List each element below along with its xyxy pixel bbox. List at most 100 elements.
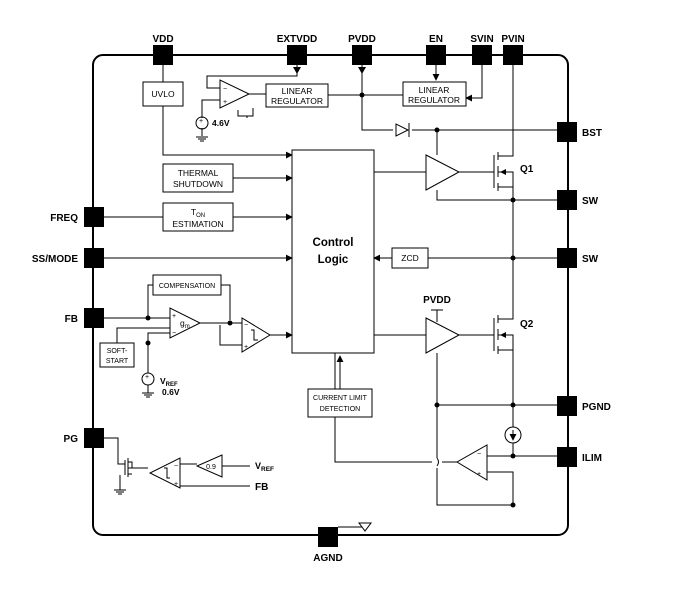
pin-label-extvdd: EXTVDD: [277, 34, 318, 45]
thermal-line2: SHUTDOWN: [173, 179, 223, 189]
vsource-46-plus: +: [199, 118, 203, 125]
q2-mosfet-icon: [493, 258, 514, 405]
softstart-block: [99, 342, 135, 368]
pg-mosfet-icon: [114, 458, 148, 495]
pg-comp-plus: +: [174, 481, 178, 488]
pin-ilim: [557, 447, 577, 467]
pin-label-fb: FB: [65, 314, 78, 325]
pin-ssmode: [84, 248, 104, 268]
pin-freq: [84, 207, 104, 227]
pvdd-inner-label: PVDD: [423, 295, 451, 306]
wire-pg: [104, 437, 125, 465]
gm-minus: −: [172, 330, 176, 337]
wire-softstart: [116, 327, 170, 343]
pin-label-ssmode: SS/MODE: [32, 254, 78, 265]
fb-inner-label: FB: [255, 482, 268, 493]
pin-label-bst: BST: [582, 128, 602, 139]
pin-sw2: [557, 248, 577, 268]
softstart-line2: START: [106, 358, 129, 365]
ton-line2: ESTIMATION: [172, 219, 223, 229]
pin-label-svin: SVIN: [470, 34, 493, 45]
pg-hysteresis-icon: [164, 467, 170, 479]
ldo-amp-minus: −: [223, 86, 227, 93]
bst-diode-icon: [395, 123, 410, 137]
linreg1-line1: LINEAR: [282, 86, 313, 96]
ldo-amp-plus: +: [223, 99, 227, 106]
softstart-line1: SOFT-: [107, 348, 128, 355]
thermal-shutdown-block: [162, 163, 234, 193]
curlim-line2: DETECTION: [320, 406, 360, 413]
control-label-1: Control: [313, 237, 354, 249]
wire-pgnd: [436, 353, 557, 406]
junction-gm-out: [227, 320, 233, 326]
q2-label: Q2: [520, 319, 534, 330]
pin-vdd: [153, 45, 173, 65]
q1-mosfet-icon: [493, 150, 514, 200]
ilim-comp-minus: −: [477, 451, 481, 458]
gain-label: 0.9: [206, 464, 216, 471]
thermal-line1: THERMAL: [178, 168, 219, 178]
pin-pvin: [503, 45, 523, 65]
gm-plus: +: [172, 313, 176, 320]
extvdd-arrowhead: [293, 67, 301, 74]
q1-label: Q1: [520, 164, 534, 175]
wire-pwm-plus: [219, 325, 242, 346]
v06-label: 0.6V: [162, 387, 180, 397]
linreg2-line2: REGULATOR: [408, 95, 460, 105]
ilim-comp-plus: +: [477, 471, 481, 478]
pin-label-pvin: PVIN: [501, 34, 524, 45]
pvdd-inner-rail: [431, 309, 443, 322]
gm-amp: [169, 307, 202, 339]
pin-agnd: [318, 527, 338, 547]
linear-regulator-2: [402, 81, 467, 107]
vsource-vref-plus: +: [145, 374, 149, 381]
pin-label-sw2: SW: [582, 254, 599, 265]
pin-label-pg: PG: [64, 434, 79, 445]
gnd-vref: [142, 385, 154, 398]
gnd-46v: [196, 136, 208, 142]
pwm-comp-minus: −: [244, 322, 248, 329]
control-logic-block: [291, 149, 375, 354]
pin-sw1: [557, 190, 577, 210]
wire-ilim-plus: [436, 468, 514, 506]
uvlo-label: UVLO: [151, 89, 175, 99]
vref2-label: VREF: [255, 461, 274, 473]
junction-ilim-bot: [510, 502, 516, 508]
curlim-line1: CURRENT LIMIT: [313, 395, 368, 402]
pin-label-sw1: SW: [582, 196, 599, 207]
pwm-hysteresis-icon: [251, 329, 258, 341]
pvdd-arrowhead: [358, 67, 366, 74]
wire-crossover: [436, 457, 439, 467]
linreg1-line2: REGULATOR: [271, 96, 323, 106]
pin-pgnd: [557, 396, 577, 416]
pin-svin: [472, 45, 492, 65]
pin-label-vdd: VDD: [152, 34, 173, 45]
pin-label-pvdd: PVDD: [348, 34, 376, 45]
junction-vref: [145, 340, 151, 346]
compensation-label: COMPENSATION: [159, 283, 215, 290]
label-46v: 4.6V: [212, 118, 230, 128]
junction-pvdd: [359, 92, 365, 98]
pin-extvdd: [287, 45, 307, 65]
gm-label: gm: [180, 318, 190, 330]
pin-label-freq: FREQ: [50, 213, 78, 224]
pin-label-en: EN: [429, 34, 443, 45]
pg-comparator: [148, 457, 181, 489]
ls-driver: [425, 317, 461, 354]
ton-line1: TON: [191, 207, 205, 219]
wire-sw1: [436, 190, 557, 201]
pin-fb: [84, 308, 104, 328]
pin-label-agnd: AGND: [313, 553, 342, 564]
wire-vref: [147, 332, 170, 373]
vref-label: VREF: [160, 376, 178, 388]
vsource-46: [195, 116, 209, 130]
zcd-label: ZCD: [401, 253, 418, 263]
pin-bst: [557, 122, 577, 142]
pin-pvdd: [352, 45, 372, 65]
wires-top: [162, 65, 557, 159]
control-label-2: Logic: [318, 254, 349, 266]
agnd-ground-icon: [358, 522, 372, 532]
junction-fb: [145, 315, 151, 321]
ldo-error-amp: [219, 79, 251, 109]
pg-comp-minus: −: [174, 463, 178, 470]
